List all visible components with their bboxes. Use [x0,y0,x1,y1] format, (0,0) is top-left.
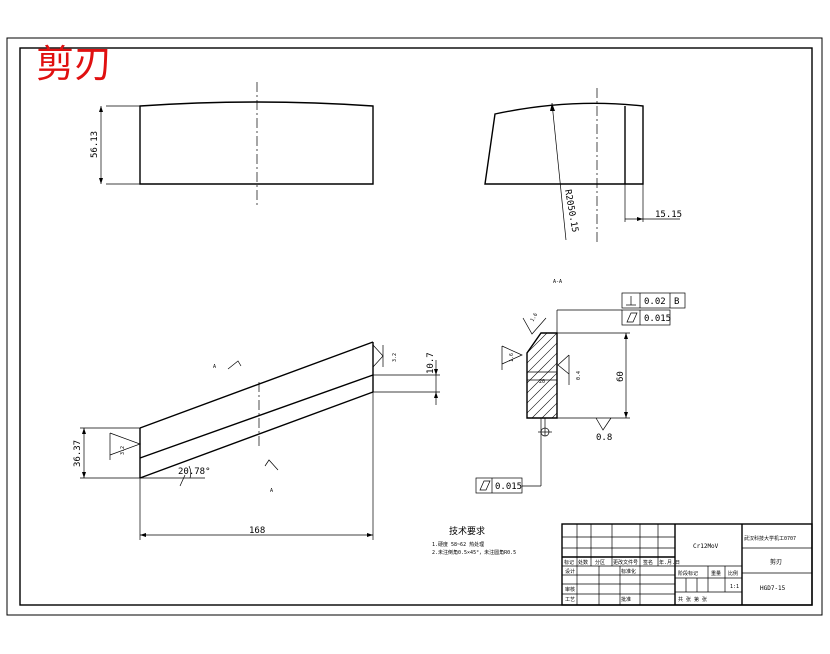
scale-value: 1:1 [730,584,739,590]
flat-bottom-value: 0.015 [495,482,522,492]
section-label: A-A [553,279,562,285]
perp-value: 0.02 [644,297,666,307]
school: 武汉科技大学机工0707 [744,535,796,542]
view-mark-top: A [213,364,216,370]
stage-label: 阶段标记 [678,570,698,577]
sheets: 共 张 第 张 [678,596,707,603]
rough-32-top: 3.2 [392,353,398,362]
side-view: R2050.15 15.15 [484,88,682,242]
height-60-dim: 60 [616,371,626,382]
tech-title: 技术要求 [449,525,485,537]
material: Cr12MoV [693,543,719,550]
row-label-count: 处数 [578,559,588,566]
angle-dim: 20.78° [178,467,211,477]
tech-line-1: 1.硬度 58~62 热处理 [432,541,484,548]
bottom-view: 36.37 3.2 3.2 10.7 20.78° 168 A A [73,341,440,540]
row-label-date: 年.月.日 [659,559,680,566]
row-label-sign: 签名 [643,559,653,566]
outer-frame [6,37,823,616]
tech-requirements: 技术要求 1.硬度 58~62 热处理 2.未注倒角0.5×45°，未注圆角R0… [432,525,516,556]
rough-32-left: 3.2 [120,446,126,455]
rough-04: 0.4 [576,371,582,380]
standard-label: 标准化 [621,568,636,575]
row-label-mark: 标记 [564,559,574,566]
review-label: 审核 [565,586,575,593]
design-label: 设计 [565,568,575,575]
ratio-label: 比例 [728,570,738,577]
rough-2: 1.6 [509,353,515,362]
side-width-dim: 15.15 [655,210,682,220]
bottom-height-dim: 36.37 [73,440,83,467]
length-dim: 168 [249,526,265,536]
part-name: 剪刃 [770,558,782,566]
title-block: 标记 处数 分区 更改文件号 签名 年.月.日 设计 标准化 审核 工艺 批准 … [561,523,813,606]
front-view: 56.13 [90,82,374,205]
rough-1: 1.6 [530,312,540,323]
inner-frame [19,47,813,606]
drawing-no: HGD7-15 [760,585,786,592]
drawing-title: 剪刃 [36,42,112,86]
row-label-change: 更改文件号 [613,559,638,566]
row-label-zone: 分区 [595,559,605,566]
approve-label: 批准 [621,596,631,603]
width-107-dim: 10.7 [426,352,436,374]
weight-label: 重量 [711,570,721,577]
angle-20: 20 [539,379,545,385]
tech-line-2: 2.未注倒角0.5×45°，未注圆角R0.5 [432,549,516,556]
view-mark-bottom: A [270,488,273,494]
flat-top-value: 0.015 [644,314,671,324]
rough-08: 0.8 [596,433,612,443]
process-label: 工艺 [565,597,575,603]
section-view: A-A 60 [475,279,686,494]
front-height-dim: 56.13 [90,131,100,158]
perp-datum: B [674,297,679,307]
